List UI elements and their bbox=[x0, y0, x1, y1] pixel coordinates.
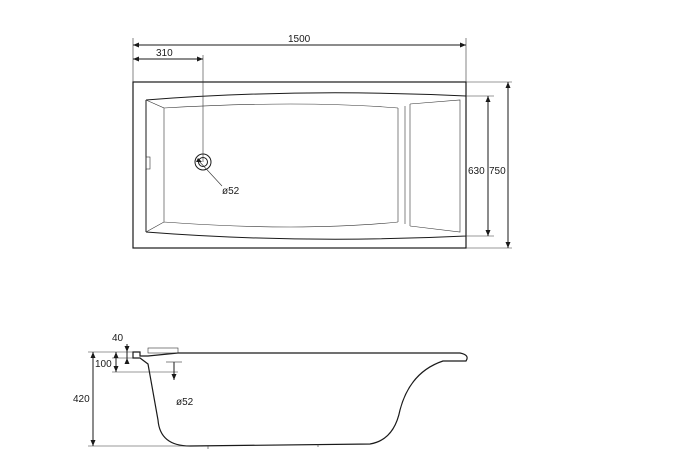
arrowhead-length-left bbox=[133, 42, 139, 48]
tub-left-wall bbox=[145, 99, 399, 233]
side-drain-arrowhead bbox=[171, 374, 177, 380]
drain-offset-label: 310 bbox=[156, 48, 173, 59]
top-view: ø52 1500 310 630 750 bbox=[132, 34, 512, 249]
tub-backrest bbox=[397, 99, 461, 233]
overflow-fitting bbox=[147, 347, 179, 354]
overflow-marker bbox=[145, 156, 151, 170]
total-height-label: 420 bbox=[73, 394, 90, 405]
arrowhead-offset-left bbox=[133, 56, 139, 62]
drain-leader-arrowhead bbox=[196, 158, 202, 162]
arrowhead-offset-right bbox=[197, 56, 203, 62]
overall-width-label: 750 bbox=[489, 166, 506, 177]
tub-inner-basin bbox=[145, 92, 467, 240]
arrowhead-drain-top bbox=[113, 352, 119, 358]
inner-width-label: 630 bbox=[468, 166, 485, 177]
rim-height-label: 40 bbox=[112, 333, 124, 344]
drain-depth-label: 100 bbox=[95, 359, 112, 370]
tub-side-profile bbox=[132, 351, 468, 447]
drain-diameter-label-top: ø52 bbox=[222, 186, 240, 197]
overall-length-label: 1500 bbox=[288, 34, 311, 45]
arrowhead-height-bottom bbox=[90, 440, 96, 446]
arrowhead-length-right bbox=[460, 42, 466, 48]
arrowhead-rim-top bbox=[124, 346, 130, 352]
drain-diameter-label-side: ø52 bbox=[176, 397, 194, 408]
drain-diameter-leader bbox=[197, 159, 223, 187]
arrowhead-inner-top bbox=[485, 96, 491, 102]
arrowhead-drain-bottom bbox=[113, 366, 119, 372]
arrowhead-outer-bottom bbox=[505, 242, 511, 248]
arrowhead-rim-bottom bbox=[124, 358, 130, 364]
arrowhead-inner-bottom bbox=[485, 230, 491, 236]
arrowhead-outer-top bbox=[505, 82, 511, 88]
arrowhead-height-top bbox=[90, 352, 96, 358]
side-view: 40 100 420 ø52 bbox=[73, 333, 468, 449]
